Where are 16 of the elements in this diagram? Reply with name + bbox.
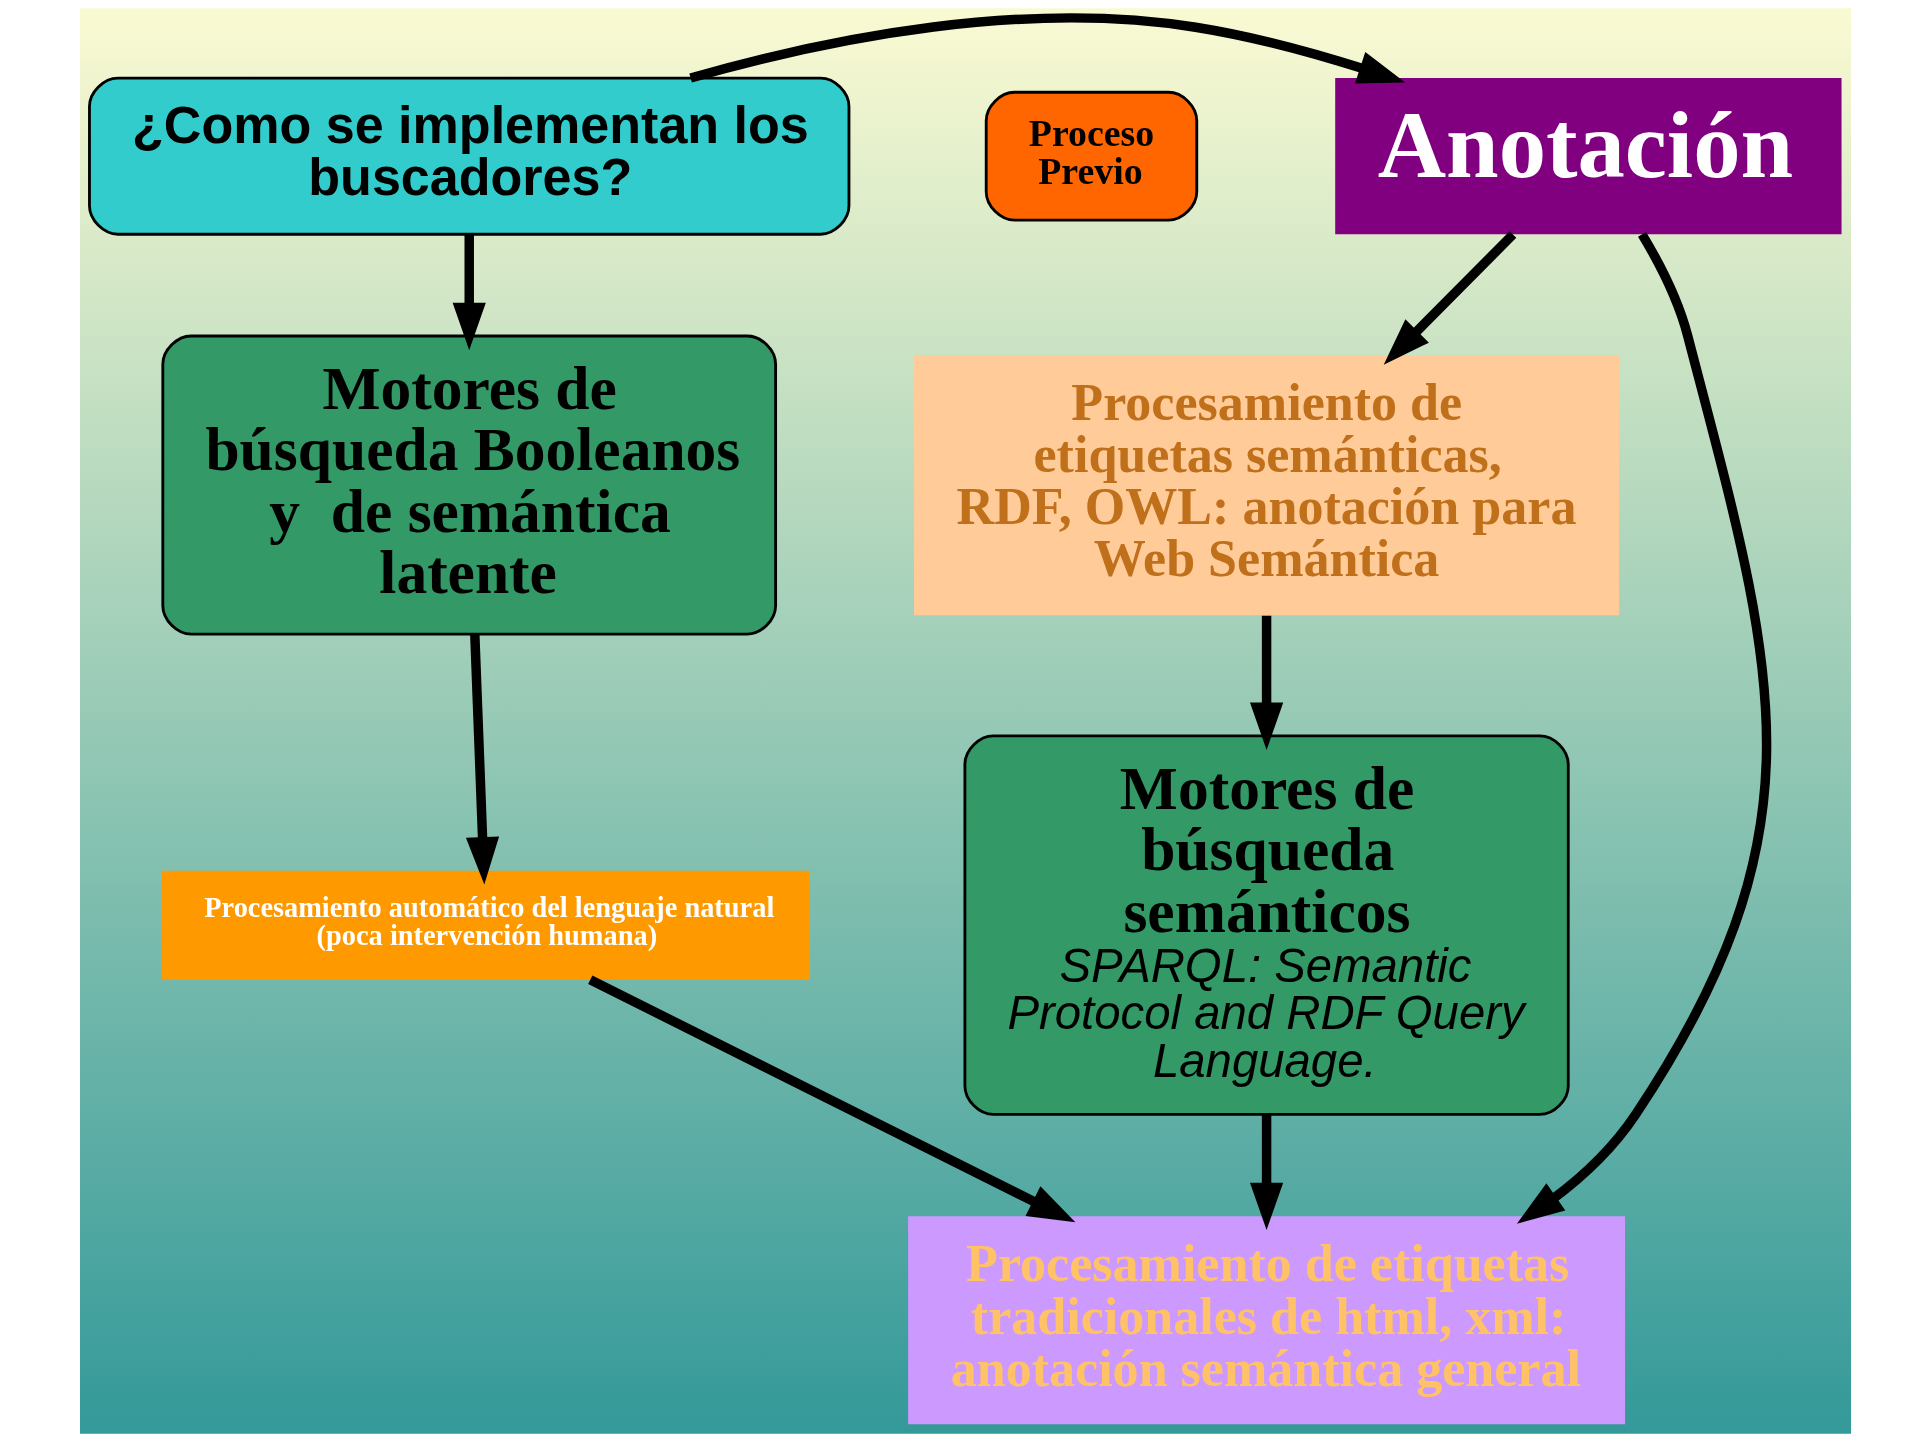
arrow [1249,615,1283,751]
arrow [688,13,1405,84]
node-box: Proceso Previo [984,90,1198,222]
arrow [1249,1114,1283,1231]
arrow [1516,231,1771,1224]
arrow [465,634,499,885]
node-box: Procesamiento automático del lenguaje natural (poca intervención humana) [161,870,810,980]
node-box: ¿Como se implementan los buscadores? [87,76,850,236]
node-box: Motores de búsqueda semánticos SPARQL: Semantic Protocol and RDF Query Language. [963,734,1570,1116]
node-box: Procesamiento de etiquetas tradicionales de html, xml: anotación semántica general [907,1216,1625,1425]
arrow [587,975,1075,1223]
arrow [1383,231,1516,365]
arrow [452,234,486,351]
node-box: Anotación [1334,78,1842,235]
node-box: Procesamiento de etiquetas semánticas, RDF, OWL: anotación para Web Semántica [913,354,1619,616]
node-box: Motores de búsqueda Booleanos y de semántica latente [160,334,777,636]
